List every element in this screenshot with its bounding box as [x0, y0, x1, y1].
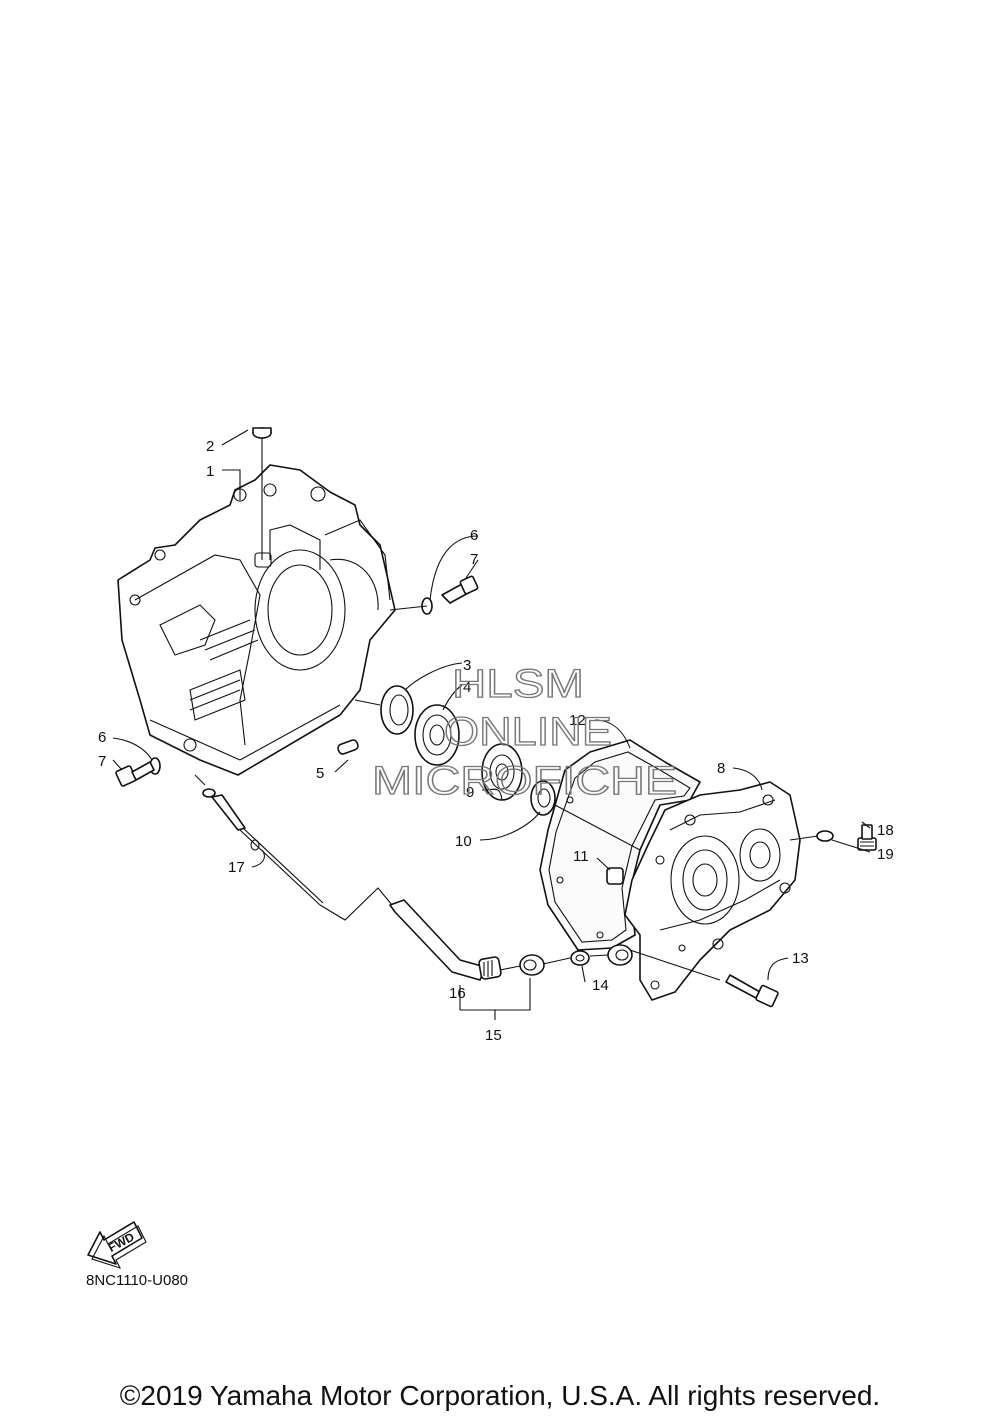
callout-5: 5 — [316, 765, 324, 782]
callout-11: 11 — [573, 848, 589, 865]
gasket-part-12 — [539, 739, 701, 951]
callout-7-left: 7 — [98, 753, 106, 770]
tube-part-16 — [389, 899, 502, 981]
bolt-part-7-left — [115, 761, 155, 787]
callout-15: 15 — [485, 1027, 502, 1044]
callout-18: 18 — [877, 822, 894, 839]
callout-16: 16 — [449, 985, 466, 1002]
callout-2: 2 — [206, 438, 214, 455]
seal-part-15 — [519, 954, 545, 976]
callout-19: 19 — [877, 846, 894, 863]
oil-seal-part-10 — [530, 780, 556, 816]
drain-plug-part-18 — [857, 824, 877, 851]
callout-7-right: 7 — [470, 551, 478, 568]
callout-4: 4 — [463, 679, 471, 696]
washer-part-14 — [570, 950, 590, 966]
copyright-notice: ©2019 Yamaha Motor Corporation, U.S.A. A… — [119, 1380, 881, 1411]
crankcase-part-1 — [117, 464, 396, 776]
plug-part-11 — [606, 867, 624, 885]
watermark-line-3: MICROFICHE — [372, 759, 677, 803]
callout-9: 9 — [466, 784, 474, 801]
bearing-part-4 — [414, 704, 460, 766]
callout-1: 1 — [206, 463, 214, 480]
bolt-part-7-right — [441, 575, 479, 604]
callout-17: 17 — [228, 859, 245, 876]
dipstick-part-17 — [202, 788, 324, 906]
watermark: HLSM ONLINE MICROFICHE — [371, 661, 677, 803]
callout-13: 13 — [792, 950, 809, 967]
diagram-code: 8NC1110-U080 — [86, 1272, 189, 1289]
watermark-line-1: HLSM — [452, 662, 584, 706]
callout-12: 12 — [569, 712, 586, 729]
o-ring-part-19 — [816, 830, 834, 842]
collar-part-2 — [252, 427, 272, 439]
callout-6-right: 6 — [470, 527, 478, 544]
callout-labels: 1 2 3 4 5 6 6 7 7 8 9 10 11 12 13 14 15 … — [98, 438, 894, 1044]
callout-14: 14 — [592, 977, 609, 994]
leader-lines — [112, 429, 871, 1020]
oil-seal-part-3 — [380, 685, 414, 735]
callout-6-left: 6 — [98, 729, 106, 746]
fwd-arrow-icon: FWD — [87, 1221, 147, 1269]
callout-10: 10 — [455, 833, 472, 850]
watermark-line-2: ONLINE — [444, 710, 612, 754]
dowel-pin-part-5 — [337, 739, 359, 755]
crankcase-cover-part-8 — [624, 781, 801, 1001]
callout-3: 3 — [463, 657, 471, 674]
bolt-part-13 — [725, 974, 779, 1008]
callout-8: 8 — [717, 760, 725, 777]
collar-part-14b — [607, 944, 633, 966]
